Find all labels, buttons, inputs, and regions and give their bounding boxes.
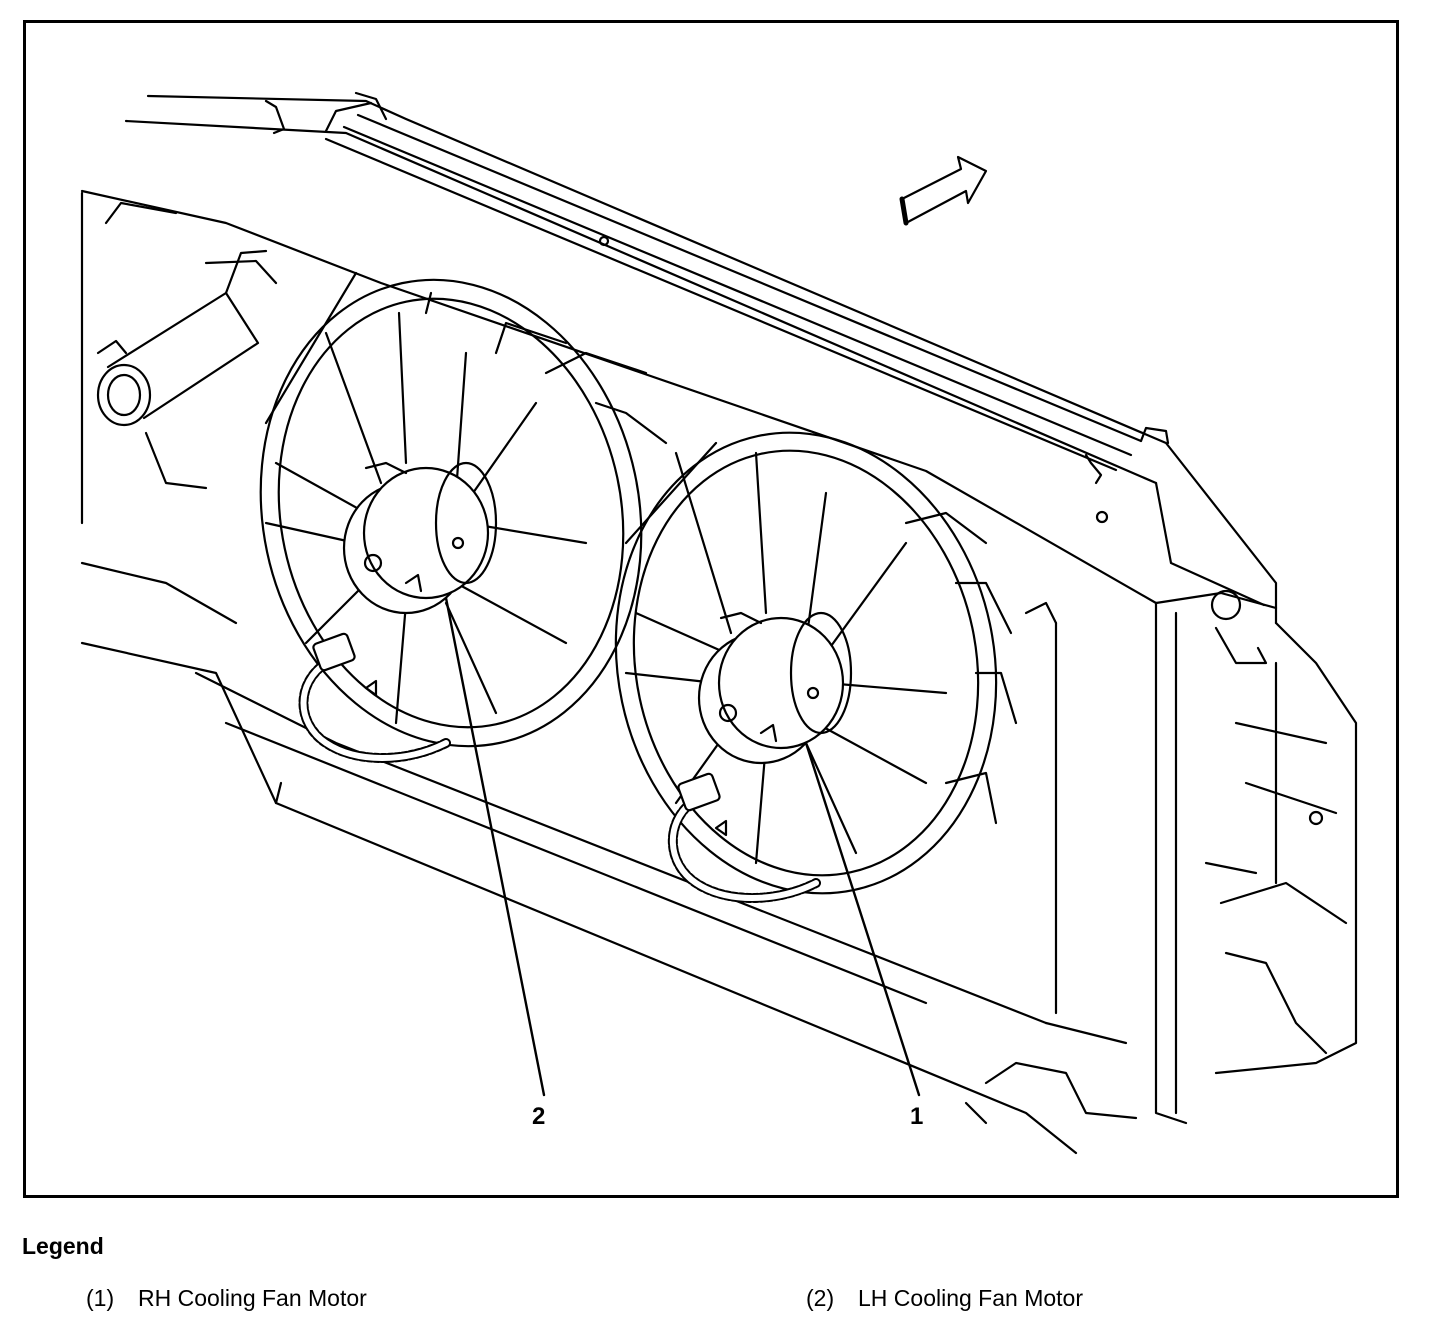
- legend-item-rh-fan-motor: (1) RH Cooling Fan Motor: [86, 1285, 367, 1312]
- leader-line-1: [804, 741, 921, 1097]
- lower-radiator-support: [80, 561, 1138, 1155]
- legend-item-number: (2): [806, 1285, 835, 1311]
- rh-fan-wiring-harness: [667, 772, 821, 903]
- rh-cooling-fan: [614, 431, 1018, 895]
- legend-item-number: (1): [86, 1285, 115, 1311]
- rh-cooling-fan-motor: [697, 611, 853, 765]
- right-side-support: [1024, 601, 1358, 1125]
- callout-label-1: 1: [910, 1103, 924, 1130]
- lh-fan-wiring-harness: [298, 632, 451, 763]
- lh-cooling-fan-motor: [342, 461, 498, 615]
- diagram-frame: 2 1: [23, 20, 1399, 1198]
- forward-arrow-icon: [899, 155, 988, 226]
- leader-line-2: [444, 596, 546, 1097]
- callout-leader-lines: [444, 596, 921, 1097]
- cooling-fan-illustration: [80, 91, 1358, 1155]
- legend-item-text: LH Cooling Fan Motor: [858, 1285, 1083, 1311]
- radiator-hose-neck: [80, 191, 278, 525]
- legend-item-lh-fan-motor: (2) LH Cooling Fan Motor: [806, 1285, 1083, 1312]
- callout-label-2: 2: [532, 1103, 546, 1130]
- legend-item-text: RH Cooling Fan Motor: [138, 1285, 367, 1311]
- legend-title: Legend: [22, 1233, 104, 1259]
- upper-radiator-support: [80, 91, 1278, 665]
